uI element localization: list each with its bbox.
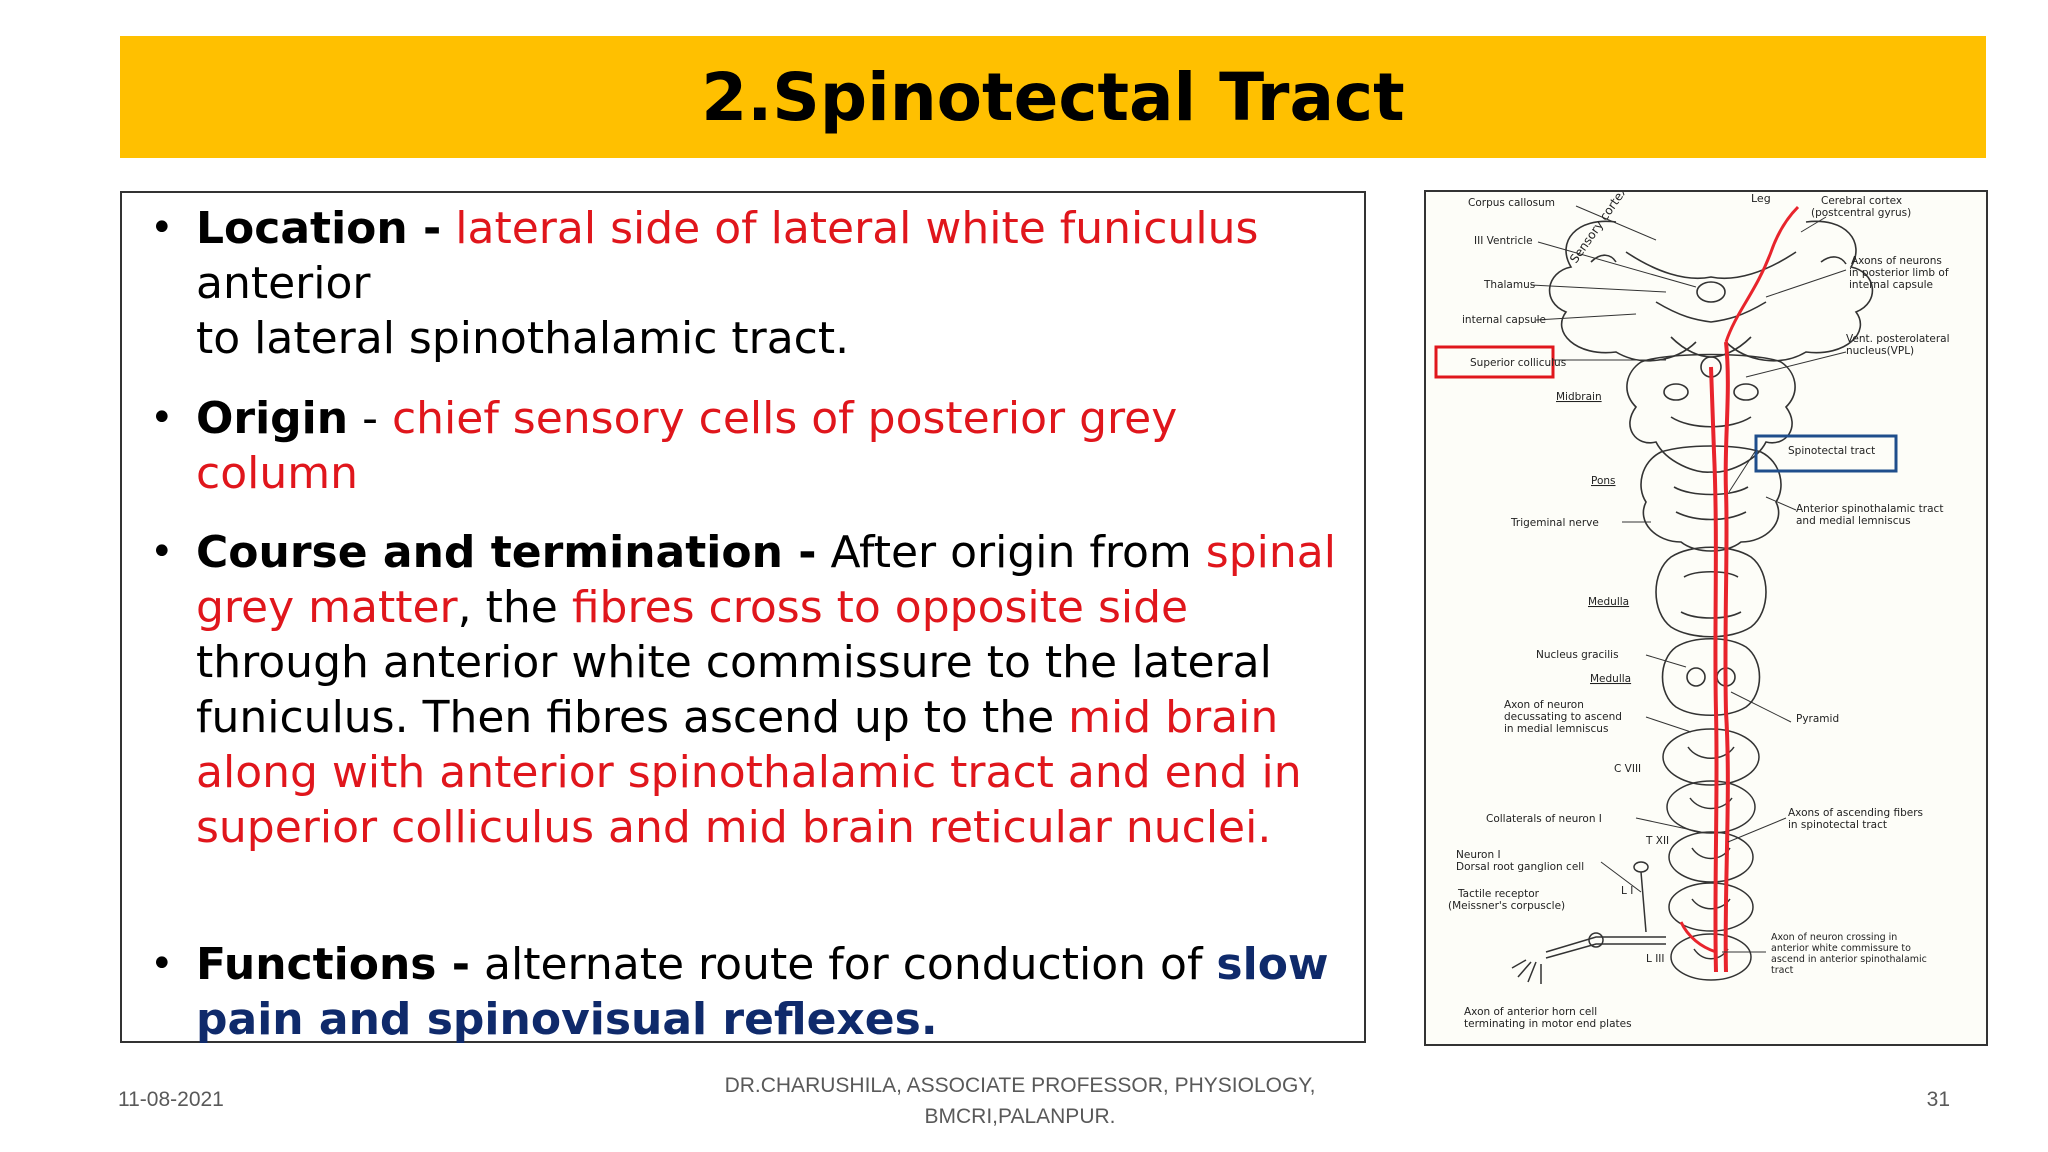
footer-page-number: 31 <box>1926 1088 1950 1111</box>
spinotectal-diagram: Corpus callosum III Ventricle Thalamus i… <box>1424 190 1988 1046</box>
spinal-cord-segments <box>1662 728 1760 981</box>
label-pyramid: Pyramid <box>1796 713 1839 725</box>
diagram-labels: Corpus callosum III Ventricle Thalamus i… <box>1448 192 1950 1030</box>
label-axon-neuron-3: in medial lemniscus <box>1504 723 1608 735</box>
location-highlight: lateral side of lateral white funiculus <box>455 203 1259 254</box>
title-bar: 2.Spinotectal Tract <box>120 36 1986 158</box>
label-cerebral-cortex-2: (postcentral gyrus) <box>1811 207 1911 219</box>
bullet-location: • Location - lateral side of lateral whi… <box>136 201 1346 366</box>
label-cerebral-cortex-1: Cerebral cortex <box>1821 195 1902 207</box>
label-axon-neuron-2: decussating to ascend <box>1504 711 1622 723</box>
functions-text: alternate route for conduction of <box>470 939 1217 990</box>
label-medulla-2: Medulla <box>1590 673 1631 685</box>
label-third-ventricle: III Ventricle <box>1474 235 1533 247</box>
label-sensory-cortex: Sensory cortex <box>1567 192 1630 266</box>
label-c8: C VIII <box>1614 763 1641 775</box>
origin-label: Origin <box>196 393 349 444</box>
origin-highlight: chief sensory cells of posterior grey co… <box>196 393 1178 499</box>
spinotectal-tract-path <box>1679 205 1800 973</box>
course-text-3: through anterior white commissure to the… <box>196 637 1272 743</box>
label-midbrain: Midbrain <box>1556 391 1602 403</box>
label-crossing-3: ascend in anterior spinothalamic <box>1771 954 1927 965</box>
label-ast-2: and medial lemniscus <box>1796 515 1911 527</box>
label-superior-colliculus: Superior colliculus <box>1470 357 1566 369</box>
functions-label: Functions - <box>196 939 471 990</box>
course-highlight-3: mid brain along with anterior spinothala… <box>196 692 1302 853</box>
label-anterior-horn-2: terminating in motor end plates <box>1464 1018 1632 1030</box>
medulla-sections <box>1655 546 1767 716</box>
diagram-svg: Corpus callosum III Ventricle Thalamus i… <box>1434 192 1950 1030</box>
label-pons: Pons <box>1591 475 1616 487</box>
bullet-dot: • <box>150 205 174 251</box>
label-neuron1-2: Dorsal root ganglion cell <box>1456 861 1584 873</box>
bullet-origin: • Origin - chief sensory cells of poster… <box>136 391 1346 501</box>
bullet-dot: • <box>150 529 174 575</box>
origin-separator: - <box>348 393 392 444</box>
label-ascending-2: in spinotectal tract <box>1788 819 1887 831</box>
label-vpl-1: Vent. posterolateral <box>1846 333 1950 345</box>
label-axon-neuron-1: Axon of neuron <box>1504 699 1584 711</box>
label-collaterals: Collaterals of neuron I <box>1486 813 1602 825</box>
label-tactile-1: Tactile receptor <box>1457 888 1540 900</box>
label-vpl-2: nucleus(VPL) <box>1846 345 1914 357</box>
leader-lines <box>1530 205 1847 953</box>
label-axons-3: internal capsule <box>1849 279 1933 291</box>
location-text-1: anterior <box>196 258 371 309</box>
label-internal-capsule: internal capsule <box>1462 314 1546 326</box>
label-l3: L III <box>1646 953 1664 965</box>
bullet-functions: • Functions - alternate route for conduc… <box>136 937 1346 1047</box>
dorsal-root-ganglion <box>1511 861 1666 984</box>
footer-author-line-2: BMCRI,PALANPUR. <box>924 1105 1116 1128</box>
label-crossing-1: Axon of neuron crossing in <box>1771 932 1897 943</box>
bullet-dot: • <box>150 941 174 987</box>
brain-section <box>1548 220 1874 362</box>
location-text-2: to lateral spinothalamic tract. <box>196 313 850 364</box>
footer-date: 11-08-2021 <box>118 1088 224 1111</box>
course-text-2: , the <box>457 582 572 633</box>
label-medulla-1: Medulla <box>1588 596 1629 608</box>
functions-highlight: slow pain and spinovisual reflexes. <box>196 939 1329 1045</box>
footer-author: DR.CHARUSHILA, ASSOCIATE PROFESSOR, PHYS… <box>660 1070 1380 1132</box>
label-ascending-1: Axons of ascending fibers <box>1788 807 1923 819</box>
superior-colliculus-highlight <box>1434 345 1555 379</box>
label-thalamus: Thalamus <box>1483 279 1535 291</box>
course-highlight-1: spinal grey matter <box>196 527 1336 633</box>
label-ast-1: Anterior spinothalamic tract <box>1796 503 1943 515</box>
label-axons-2: in posterior limb of <box>1849 267 1949 279</box>
bullet-course: • Course and termination - After origin … <box>136 525 1346 855</box>
pons-section <box>1640 445 1782 552</box>
label-nucleus-gracilis: Nucleus gracilis <box>1536 649 1619 661</box>
footer-author-line-1: DR.CHARUSHILA, ASSOCIATE PROFESSOR, PHYS… <box>724 1074 1316 1097</box>
label-spinotectal: Spinotectal tract <box>1788 445 1875 457</box>
label-corpus-callosum: Corpus callosum <box>1468 197 1555 209</box>
course-highlight-2: fibres cross to opposite side <box>571 582 1189 633</box>
label-l1: L I <box>1621 885 1633 897</box>
bullet-dot: • <box>150 395 174 441</box>
course-label: Course and termination - <box>196 527 817 578</box>
label-trigeminal: Trigeminal nerve <box>1510 517 1599 529</box>
label-leg: Leg <box>1751 192 1771 205</box>
label-crossing-4: tract <box>1771 965 1794 976</box>
content-box: • Location - lateral side of lateral whi… <box>120 191 1366 1045</box>
label-anterior-horn-1: Axon of anterior horn cell <box>1464 1006 1597 1018</box>
label-crossing-2: anterior white commissure to <box>1771 943 1911 954</box>
label-neuron1-1: Neuron I <box>1456 849 1501 861</box>
label-axons-1: Axons of neurons <box>1851 255 1942 267</box>
course-text-1: After origin from <box>816 527 1206 578</box>
label-t12: T XII <box>1645 835 1669 847</box>
spinotectal-tract-highlight <box>1754 434 1898 473</box>
location-label: Location - <box>196 203 442 254</box>
slide-title: 2.Spinotectal Tract <box>701 58 1405 136</box>
label-tactile-2: (Meissner's corpuscle) <box>1448 900 1565 912</box>
